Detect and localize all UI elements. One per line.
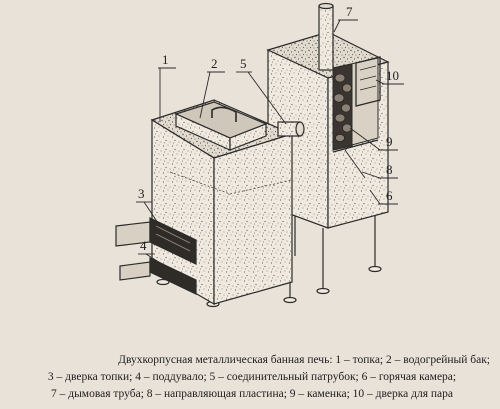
callout-3: 3 <box>138 186 145 201</box>
callout-8: 8 <box>386 162 393 177</box>
callout-10: 10 <box>386 68 399 83</box>
callout-7: 7 <box>346 4 353 19</box>
ash-pit-door <box>119 257 197 295</box>
figure-caption: Двухкорпусная металлическая банная печь:… <box>8 352 496 403</box>
caption-line-3: 7 – дымовая труба; 8 – направляющая плас… <box>50 388 453 400</box>
callout-1: 1 <box>162 52 169 67</box>
callout-9: 9 <box>386 134 393 149</box>
connecting-pipe <box>277 121 305 137</box>
callout-2: 2 <box>211 56 218 71</box>
callout-5: 5 <box>240 56 247 71</box>
caption-line-1: Двухкорпусная металлическая банная печь:… <box>118 354 490 366</box>
firebox-door <box>115 217 197 265</box>
caption-line-2: 3 – дверка топки; 4 – поддувало; 5 – сое… <box>47 371 457 383</box>
callout-labels: 1 2 3 4 5 6 7 8 9 10 <box>138 4 399 253</box>
stones-compartment <box>332 56 381 179</box>
callout-6: 6 <box>386 188 393 203</box>
chimney <box>318 2 334 71</box>
callouts <box>136 19 404 265</box>
water-tank <box>174 101 268 151</box>
callout-4: 4 <box>140 238 147 253</box>
